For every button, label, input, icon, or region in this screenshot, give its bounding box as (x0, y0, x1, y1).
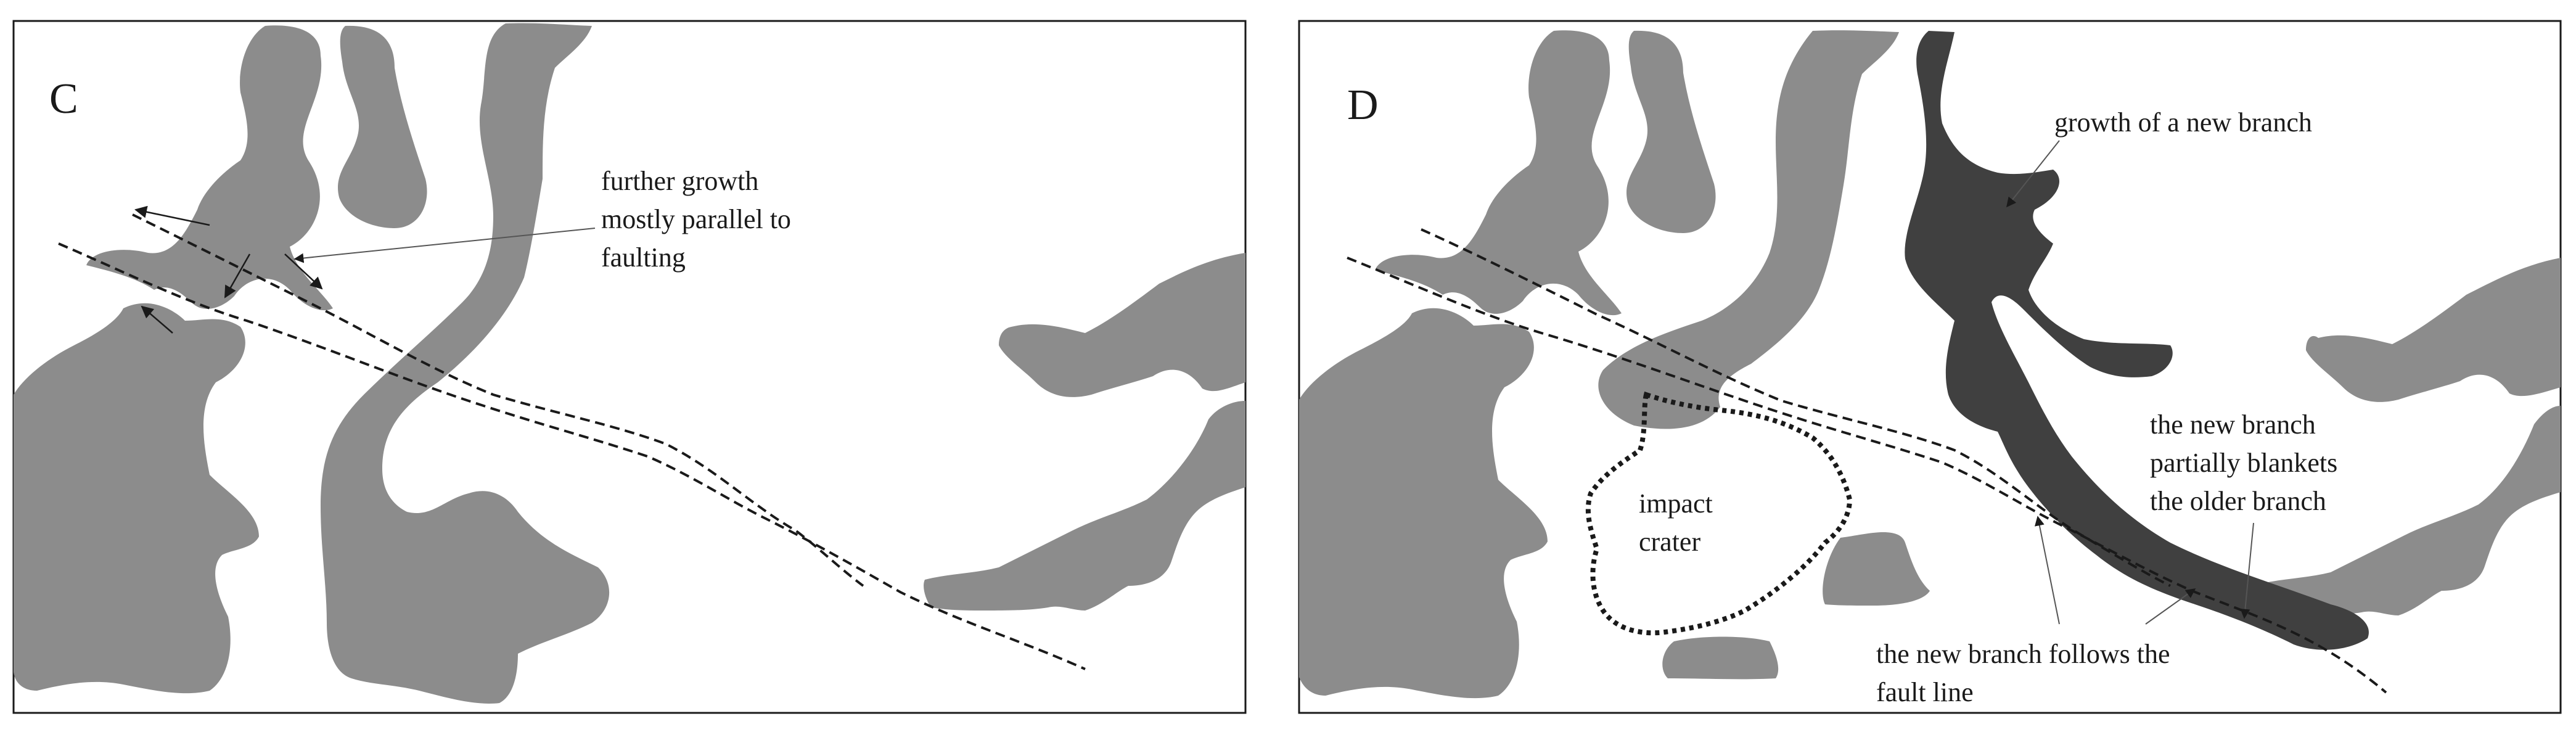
label-follows-line-2: fault line (1876, 677, 1974, 707)
panel-d: D growth of a new branch impact crater t… (1298, 20, 2562, 714)
arrow-icon (224, 253, 251, 298)
leader-line-c (293, 228, 596, 263)
fault-line-c-2 (132, 213, 864, 587)
label-blankets-line-1: the new branch (2150, 409, 2316, 440)
flow-c-right-upper (999, 253, 1245, 397)
arrow-icon (284, 253, 323, 290)
panel-c: C further growth mostly parallel to faul… (12, 20, 1247, 714)
new-branch (1905, 31, 2369, 650)
leader-lines-d (2006, 140, 2254, 625)
older-lava-flows-d (1299, 30, 2561, 699)
flow-d-crater-fragment (1823, 532, 1930, 606)
label-blankets-line-2: partially blankets (2150, 448, 2337, 478)
leader-new-branch (2006, 140, 2060, 208)
flow-d-left-body (1299, 308, 1548, 699)
impact-crater-outline (1585, 391, 1853, 636)
flow-c-left-body (14, 303, 259, 694)
label-blankets-line-3: the older branch (2150, 486, 2326, 516)
flow-d-top-lobe (1626, 30, 1716, 233)
fault-line-c-1 (58, 242, 1086, 670)
leader-follows-b (2145, 588, 2196, 625)
annotation-c-line-2: mostly parallel to (601, 204, 791, 234)
annotation-c-line-1: further growth (601, 166, 758, 196)
flow-d-lower-fragment (1662, 636, 1779, 680)
flow-d-top-branch (1375, 30, 1622, 316)
fault-line-d-2 (1421, 228, 2171, 587)
flow-d-right-upper (2306, 258, 2561, 402)
fault-lines-c (58, 213, 1086, 670)
flow-d-center-flow (1598, 30, 1899, 429)
label-new-branch: growth of a new branch (2054, 107, 2312, 138)
label-follows-line-1: the new branch follows the (1876, 639, 2170, 669)
flow-c-right-lower (924, 401, 1245, 611)
label-crater-line-1: impact (1639, 488, 1713, 519)
arrow-icon (134, 205, 210, 226)
leader-follows-a (2034, 516, 2060, 625)
panel-letter-d: D (1347, 81, 1379, 129)
annotation-c-line-3: faulting (601, 242, 686, 273)
label-crater-line-2: crater (1639, 527, 1700, 557)
fault-lines-d (1347, 228, 2387, 694)
arrow-icon (141, 305, 173, 334)
flow-c-center-flow (321, 23, 610, 704)
growth-arrows-c (134, 205, 323, 334)
flow-d-right-lower (2255, 406, 2561, 615)
fault-line-d-1 (1347, 257, 2387, 694)
leader-blankets (2240, 522, 2254, 619)
flow-c-top-lobe (337, 25, 427, 228)
panel-letter-c: C (49, 75, 78, 123)
older-lava-flows-c (14, 23, 1245, 704)
flow-c-top-branch (86, 25, 333, 311)
